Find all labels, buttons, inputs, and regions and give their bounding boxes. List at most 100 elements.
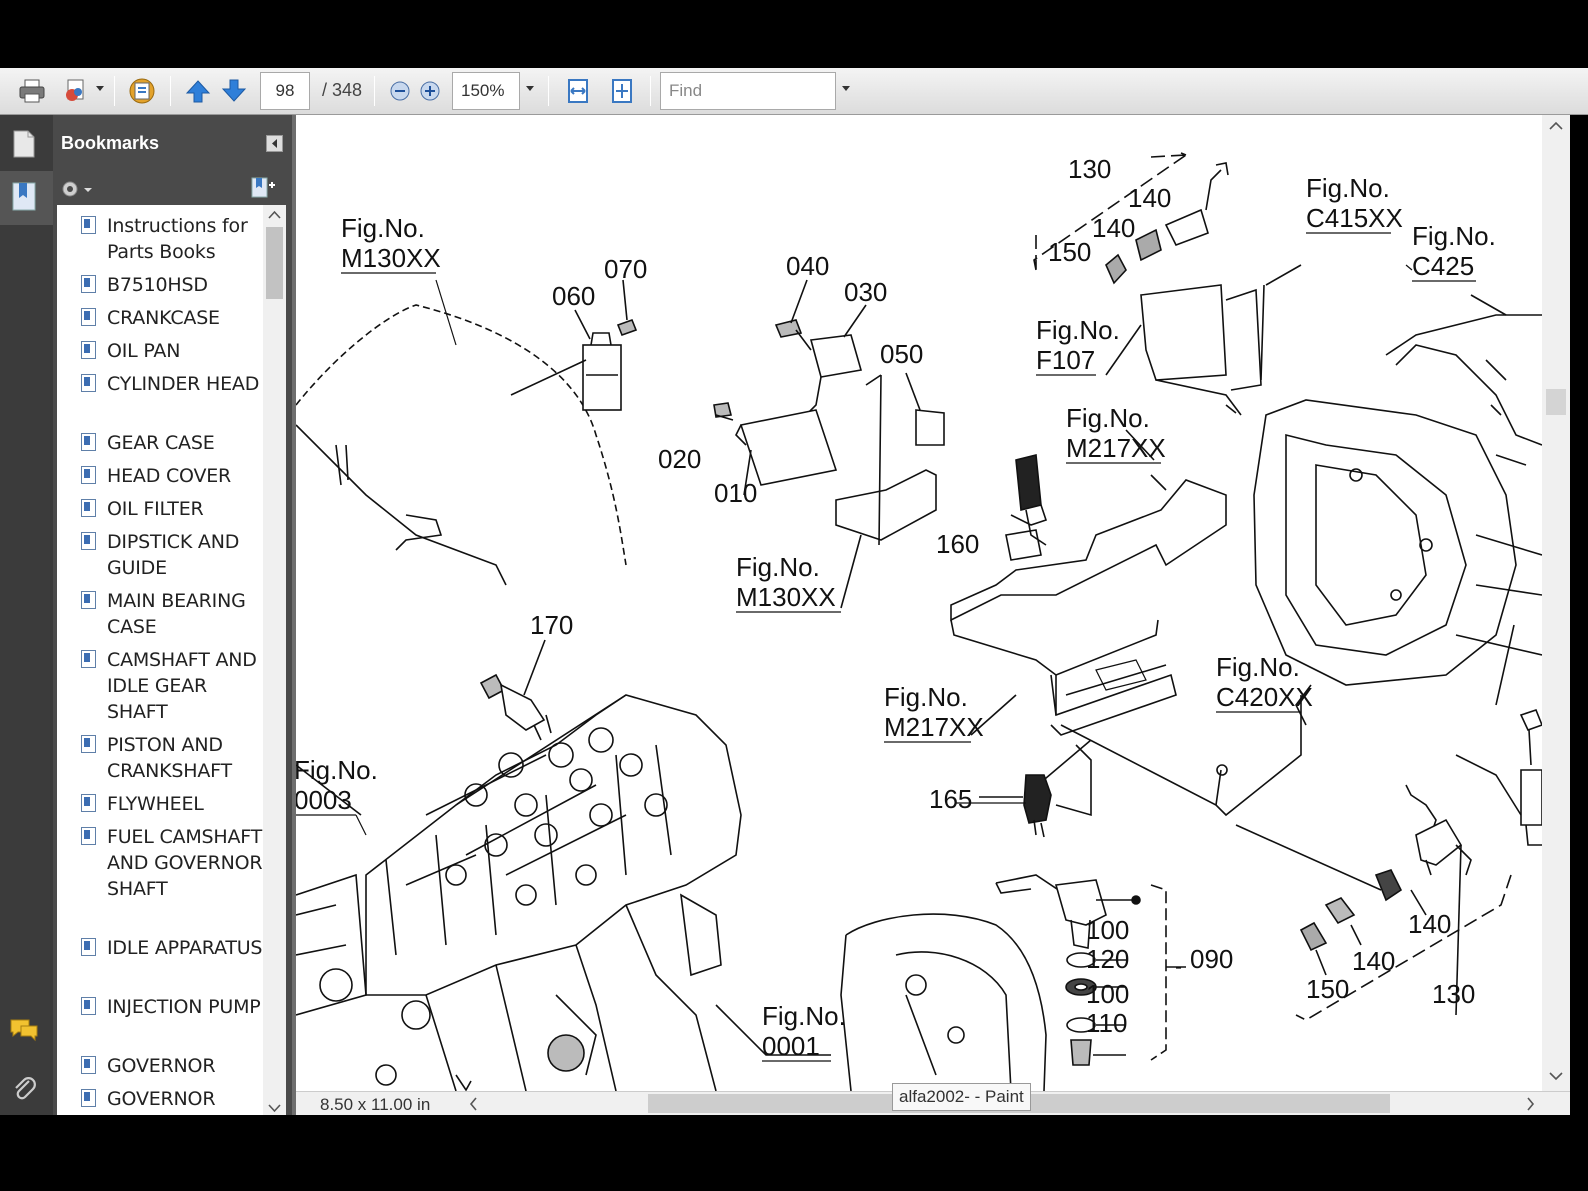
scroll-up-icon[interactable] — [263, 205, 286, 225]
comment-icon[interactable] — [9, 1017, 39, 1048]
bookmark-icon — [81, 794, 96, 812]
page-thumbnails-icon[interactable] — [10, 129, 38, 164]
options-gear-icon[interactable] — [59, 177, 93, 206]
bookmark-icon — [81, 938, 96, 956]
zoom-in-icon[interactable] — [414, 76, 446, 106]
callout-label: 160 — [936, 529, 979, 559]
bookmark-label: CRANKCASE — [107, 307, 220, 329]
collapse-panel-button[interactable] — [266, 135, 283, 152]
zoom-out-icon[interactable] — [384, 76, 416, 106]
callout-label: Fig.No. — [762, 1001, 846, 1031]
scroll-down-icon[interactable] — [1542, 1067, 1570, 1087]
bookmark-icon — [81, 275, 96, 293]
scroll-right-icon[interactable] — [1522, 1094, 1538, 1114]
bookmark-icon — [81, 374, 96, 392]
taskbar-tooltip: alfa2002- - Paint — [892, 1083, 1031, 1111]
bookmark-list: Instructions for Parts Books B7510HSD CR… — [57, 205, 286, 1120]
callout-label: 130 — [1432, 979, 1475, 1009]
callout-label: 010 — [714, 478, 757, 508]
scroll-down-icon[interactable] — [263, 1098, 286, 1118]
callout-label: 050 — [880, 339, 923, 369]
bookmark-icon — [81, 591, 96, 609]
callout-label: Fig.No. — [736, 552, 820, 582]
bookmarks-panel: Bookmarks Instructions for Parts Books B… — [53, 115, 292, 1125]
scroll-thumb[interactable] — [1546, 389, 1566, 415]
callout-label: M217XX — [1066, 433, 1166, 463]
chevron-down-icon[interactable] — [96, 86, 104, 91]
bookmark-label: CAMSHAFT AND IDLE GEAR SHAFT — [107, 649, 257, 723]
separator — [374, 76, 375, 106]
callout-label: 120 — [1086, 944, 1129, 974]
callout-label: Fig.No. — [884, 682, 968, 712]
callout-label: 0003 — [296, 785, 352, 815]
scroll-left-icon[interactable] — [466, 1094, 482, 1114]
callout-label: C415XX — [1306, 203, 1403, 233]
bookmark-icon — [81, 341, 96, 359]
callout-label: C425 — [1412, 251, 1474, 281]
bookmark-scrollbar[interactable] — [263, 205, 286, 1120]
scroll-up-icon[interactable] — [1542, 115, 1570, 135]
bookmark-icon — [81, 499, 96, 517]
find-dropdown-icon[interactable] — [842, 86, 850, 91]
collaborate-icon[interactable] — [126, 76, 158, 106]
zoom-select[interactable]: 150% — [452, 72, 520, 110]
callout-label: Fig.No. — [1306, 173, 1390, 203]
panel-splitter[interactable] — [292, 115, 296, 1125]
callout-label: 100 — [1086, 979, 1129, 1009]
fit-page-icon[interactable] — [606, 76, 638, 106]
page-number-input[interactable]: 98 — [260, 72, 310, 110]
toolbar: 98 / 348 150% Find — [0, 68, 1588, 115]
bookmark-label: CYLINDER HEAD — [107, 373, 260, 395]
separator — [170, 76, 171, 106]
callout-label: 110 — [1086, 1008, 1127, 1038]
previous-page-icon[interactable] — [182, 76, 214, 106]
fit-width-icon[interactable] — [562, 76, 594, 106]
panel-title: Bookmarks — [61, 133, 160, 153]
callout-label: M130XX — [736, 582, 836, 612]
find-input[interactable]: Find — [660, 72, 836, 110]
callout-label: 060 — [552, 281, 595, 311]
bookmark-label: DIPSTICK AND GUIDE — [107, 531, 240, 579]
page-size-label: 8.50 x 11.00 in — [320, 1095, 431, 1114]
bookmark-label: OIL FILTER — [107, 498, 204, 520]
share-icon[interactable] — [60, 76, 92, 106]
new-bookmark-icon[interactable] — [249, 175, 277, 206]
bookmark-icon — [81, 433, 96, 451]
zoom-dropdown-icon[interactable] — [526, 86, 534, 91]
document-vertical-scrollbar[interactable] — [1542, 115, 1570, 1091]
bookmark-label: HEAD COVER — [107, 465, 232, 487]
callout-label: 140 — [1128, 183, 1171, 213]
bookmark-icon — [81, 1089, 96, 1107]
next-page-icon[interactable] — [218, 76, 250, 106]
separator — [650, 76, 651, 106]
bookmark-icon — [81, 827, 96, 845]
separator — [548, 76, 549, 106]
page-total: / 348 — [322, 80, 363, 100]
bookmarks-header: Bookmarks — [53, 115, 292, 171]
callout-label: 140 — [1352, 946, 1395, 976]
status-bar: 8.50 x 11.00 in alfa2002- - Paint — [296, 1083, 1570, 1115]
callout-label: Fig.No. — [1216, 652, 1300, 682]
bookmark-label: Instructions for Parts Books — [107, 215, 248, 263]
callout-label: Fig.No. — [296, 755, 378, 785]
bookmark-icon — [81, 532, 96, 550]
bookmark-label: B7510HSD — [107, 274, 208, 296]
bookmark-icon — [81, 735, 96, 753]
callout-label: M130XX — [341, 243, 441, 273]
bookmark-label: PISTON AND CRANKSHAFT — [107, 734, 232, 782]
bookmark-label: INJECTION PUMP — [107, 996, 261, 1018]
document-page: Fig.No. M130XX 060 070 040 030 050 020 0… — [296, 115, 1542, 1091]
scroll-thumb[interactable] — [266, 227, 283, 299]
attachment-icon[interactable] — [11, 1073, 37, 1106]
callout-label: 070 — [604, 254, 647, 284]
callout-label: Fig.No. — [1412, 221, 1496, 251]
print-icon[interactable] — [16, 76, 48, 106]
bookmark-icon — [81, 997, 96, 1015]
bookmarks-tab[interactable] — [0, 171, 53, 225]
callout-label: 040 — [786, 251, 829, 281]
callout-label: 140 — [1408, 909, 1451, 939]
callout-label: 130 — [1068, 154, 1111, 184]
bookmark-icon — [81, 466, 96, 484]
callout-label: Fig.No. — [341, 213, 425, 243]
